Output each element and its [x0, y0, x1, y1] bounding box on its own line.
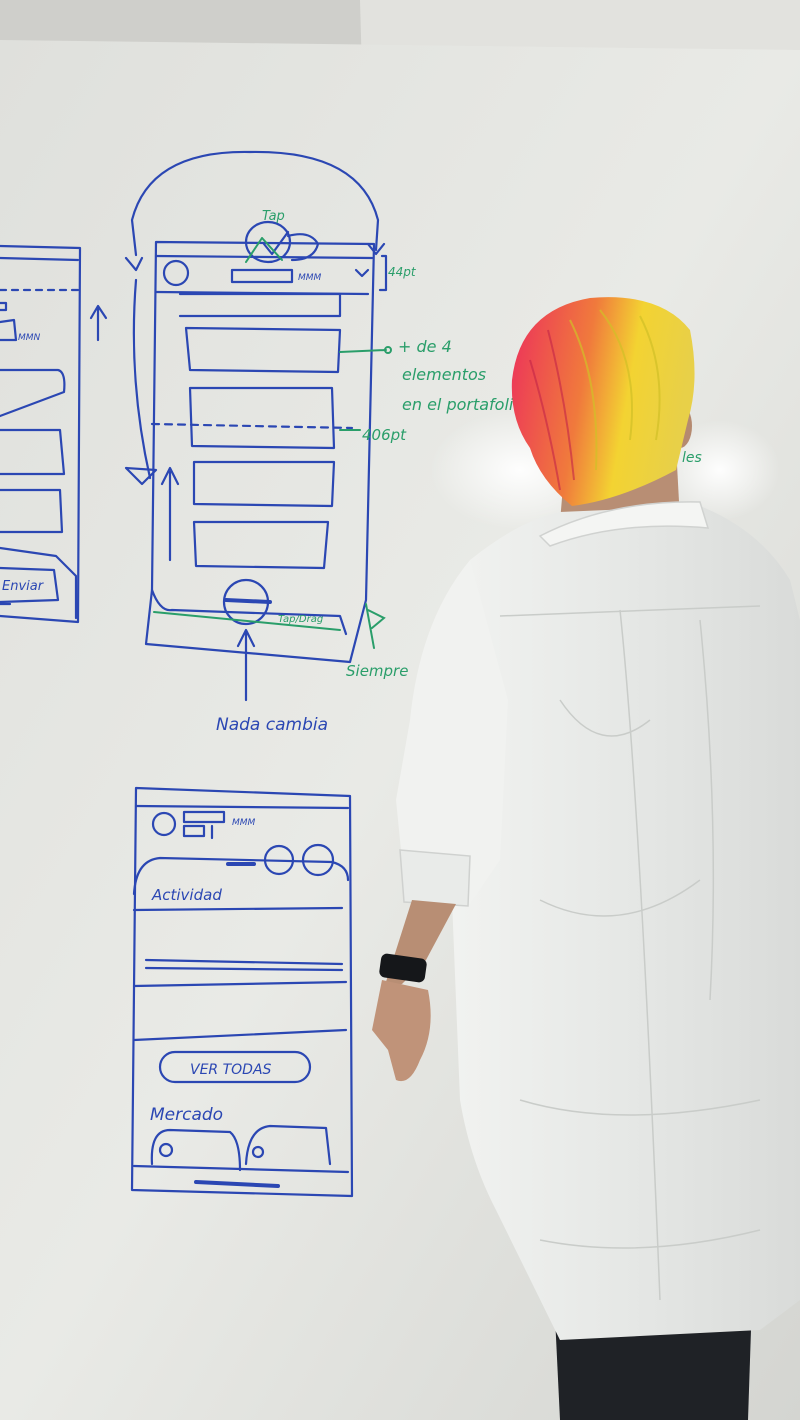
hand: [372, 980, 431, 1082]
left-phone-sketch: [0, 244, 108, 624]
portfolio-note-1: + de 4: [398, 337, 452, 356]
ver-todas-label: VER TODAS: [190, 1062, 272, 1078]
person: [372, 297, 800, 1420]
left-button-label: Enviar: [2, 579, 45, 594]
hair-strands: [569, 309, 661, 471]
board-glare-right: [660, 420, 780, 520]
green-annotations: [153, 237, 392, 649]
mercado-label: Mercado: [150, 1105, 223, 1125]
right-note: les: [682, 450, 702, 466]
wristwatch: [379, 953, 427, 983]
top-header-text: MMM: [298, 273, 322, 283]
collar: [538, 501, 710, 547]
nada-cambia-label: Nada cambia: [216, 715, 328, 735]
siempre-label: Siempre: [346, 662, 408, 680]
top-phone-sketch: [124, 150, 388, 702]
tap-drag-label: Tap/Drag: [278, 614, 323, 625]
left-sleeve: [396, 560, 508, 904]
hair-strands-red: [529, 329, 575, 491]
bottom-header-text: MMM: [232, 818, 256, 828]
shirt-creases: [499, 605, 761, 1301]
shirt: [440, 506, 800, 1340]
height-label: 44pt: [388, 265, 417, 279]
portfolio-note-3: en el portafolio: [402, 395, 523, 414]
tap-label: Tap: [262, 209, 285, 224]
dyed-hair: [511, 297, 695, 506]
left-header-text: MMN: [18, 333, 41, 343]
scroll-height-label: 406pt: [362, 426, 407, 444]
actividad-label: Actividad: [151, 886, 222, 904]
bottom-phone-sketch: [130, 786, 354, 1198]
portfolio-note-2: elementos: [402, 365, 486, 384]
shirt-cuff: [399, 849, 471, 907]
